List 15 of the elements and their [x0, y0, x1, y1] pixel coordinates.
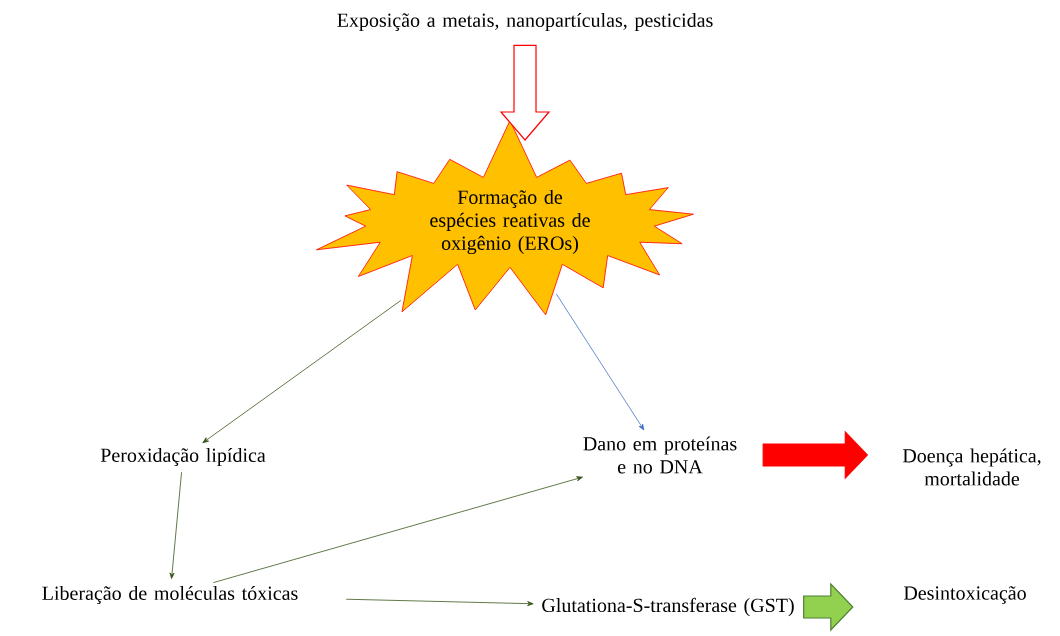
arrow — [345, 598, 534, 607]
step-label: Desintoxicação — [903, 586, 1026, 604]
arrow — [212, 476, 583, 583]
block-arrow — [803, 582, 854, 632]
arrow — [555, 293, 645, 431]
step-label: Peroxidação lipídica — [100, 447, 266, 467]
step-label: Exposição a metais, nanopartículas, pesticidas — [337, 12, 713, 32]
step-label: Glutationa-S-transferase (GST) — [542, 597, 794, 617]
arrow — [202, 300, 402, 444]
block-arrow — [762, 430, 869, 480]
block-arrow — [499, 44, 551, 141]
step-label: Liberação de moléculas tóxicas — [42, 585, 298, 605]
arrow — [169, 471, 182, 579]
step-label: Dano em proteínas e no DNA — [583, 436, 737, 474]
step-label: Doença hepática, mortalidade — [902, 448, 1041, 486]
